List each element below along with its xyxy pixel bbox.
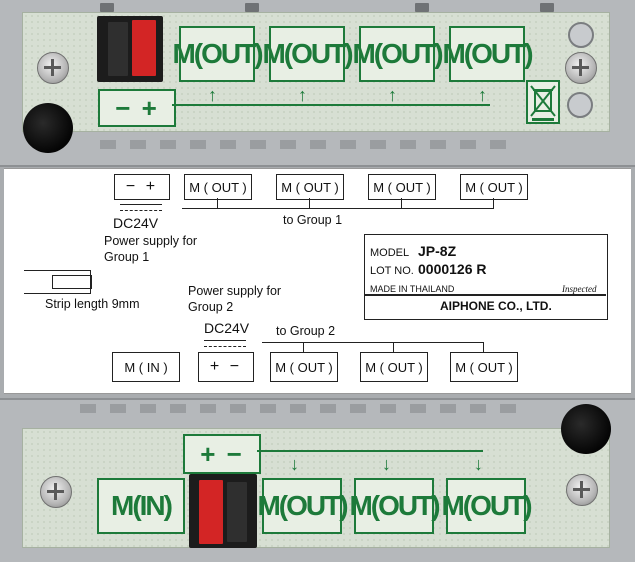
bottom-tab-row bbox=[80, 404, 550, 418]
label-bottom-output-2: M ( OUT ) bbox=[360, 352, 428, 382]
label-output-4: M ( OUT ) bbox=[460, 174, 528, 200]
bottom-bus-line bbox=[257, 450, 483, 452]
down-arrow-icon: ↓ bbox=[382, 454, 391, 474]
up-arrow-icon: ↑ bbox=[388, 85, 397, 105]
lot-value: 0000126 R bbox=[418, 261, 487, 277]
label-group2-caption: to Group 2 bbox=[276, 324, 336, 338]
lot-key: LOT NO. bbox=[370, 265, 414, 277]
mounting-hole bbox=[23, 103, 73, 153]
bottom-input-label: M(IN) bbox=[97, 478, 185, 534]
bottom-output-label-1: M(OUT) bbox=[257, 478, 349, 534]
up-arrow-icon: ↑ bbox=[478, 85, 487, 105]
label-power-caption-group1-line2: Group 1 bbox=[104, 250, 150, 264]
model-key: MODEL bbox=[370, 247, 410, 259]
origin-text: MADE IN THAILAND bbox=[370, 284, 455, 294]
top-power-polarity-label: − + bbox=[98, 89, 176, 127]
label-voltage-group2: DC24V bbox=[204, 320, 250, 336]
label-bottom-output-3: M ( OUT ) bbox=[450, 352, 518, 382]
vent-slot bbox=[245, 3, 259, 12]
label-voltage-group1: DC24V bbox=[113, 215, 159, 231]
label-output-2: M ( OUT ) bbox=[276, 174, 344, 200]
model-card bbox=[364, 234, 608, 320]
label-power-caption-group2-line2: Group 2 bbox=[188, 300, 234, 314]
down-arrow-icon: ↓ bbox=[290, 454, 299, 474]
label-power-box-group1: − + bbox=[114, 174, 170, 200]
mounting-ring bbox=[568, 22, 594, 48]
terminal-red[interactable] bbox=[132, 20, 156, 76]
bottom-power-polarity-label: + − bbox=[183, 434, 261, 474]
vent-slot bbox=[415, 3, 429, 12]
strip-length-text: Strip length 9mm bbox=[45, 297, 140, 311]
top-output-label-4: M(OUT) bbox=[442, 26, 534, 82]
model-value: JP-8Z bbox=[418, 243, 457, 259]
top-output-label-2: M(OUT) bbox=[262, 26, 354, 82]
top-tab-row bbox=[100, 140, 530, 154]
label-output-3: M ( OUT ) bbox=[368, 174, 436, 200]
label-bottom-output-1: M ( OUT ) bbox=[270, 352, 338, 382]
label-power-caption-group2-line1: Power supply for bbox=[188, 284, 282, 298]
up-arrow-icon: ↑ bbox=[208, 85, 217, 105]
label-group2-bus bbox=[262, 342, 484, 343]
terminal-black[interactable] bbox=[227, 482, 247, 542]
mounting-screw bbox=[565, 52, 597, 84]
mounting-screw bbox=[37, 52, 69, 84]
vent-slot bbox=[100, 3, 114, 12]
bottom-output-label-2: M(OUT) bbox=[349, 478, 441, 534]
top-output-label-3: M(OUT) bbox=[352, 26, 444, 82]
label-group1-bus bbox=[182, 208, 494, 209]
terminal-red[interactable] bbox=[199, 480, 223, 544]
manufacturer-name: AIPHONE CO., LTD. bbox=[440, 299, 552, 313]
label-group1-caption: to Group 1 bbox=[283, 213, 343, 227]
top-bus-line bbox=[172, 104, 490, 106]
label-power-caption-group1-line1: Power supply for bbox=[104, 234, 198, 248]
vent-slot bbox=[540, 3, 554, 12]
top-output-label-1: M(OUT) bbox=[172, 26, 264, 82]
terminal-black[interactable] bbox=[108, 22, 128, 76]
down-arrow-icon: ↓ bbox=[474, 454, 483, 474]
mounting-screw bbox=[40, 476, 72, 508]
weee-crossed-bin-icon bbox=[526, 80, 560, 124]
up-arrow-icon: ↑ bbox=[298, 85, 307, 105]
mounting-hole bbox=[561, 404, 611, 454]
inspected-stamp: Inspected bbox=[562, 284, 597, 294]
strip-length-diagram bbox=[24, 270, 91, 294]
bottom-output-label-3: M(OUT) bbox=[441, 478, 533, 534]
label-output-1: M ( OUT ) bbox=[184, 174, 252, 200]
label-power-box-group2: + − bbox=[198, 352, 254, 382]
mounting-screw bbox=[566, 474, 598, 506]
label-input: M ( IN ) bbox=[112, 352, 180, 382]
mounting-ring bbox=[567, 92, 593, 118]
